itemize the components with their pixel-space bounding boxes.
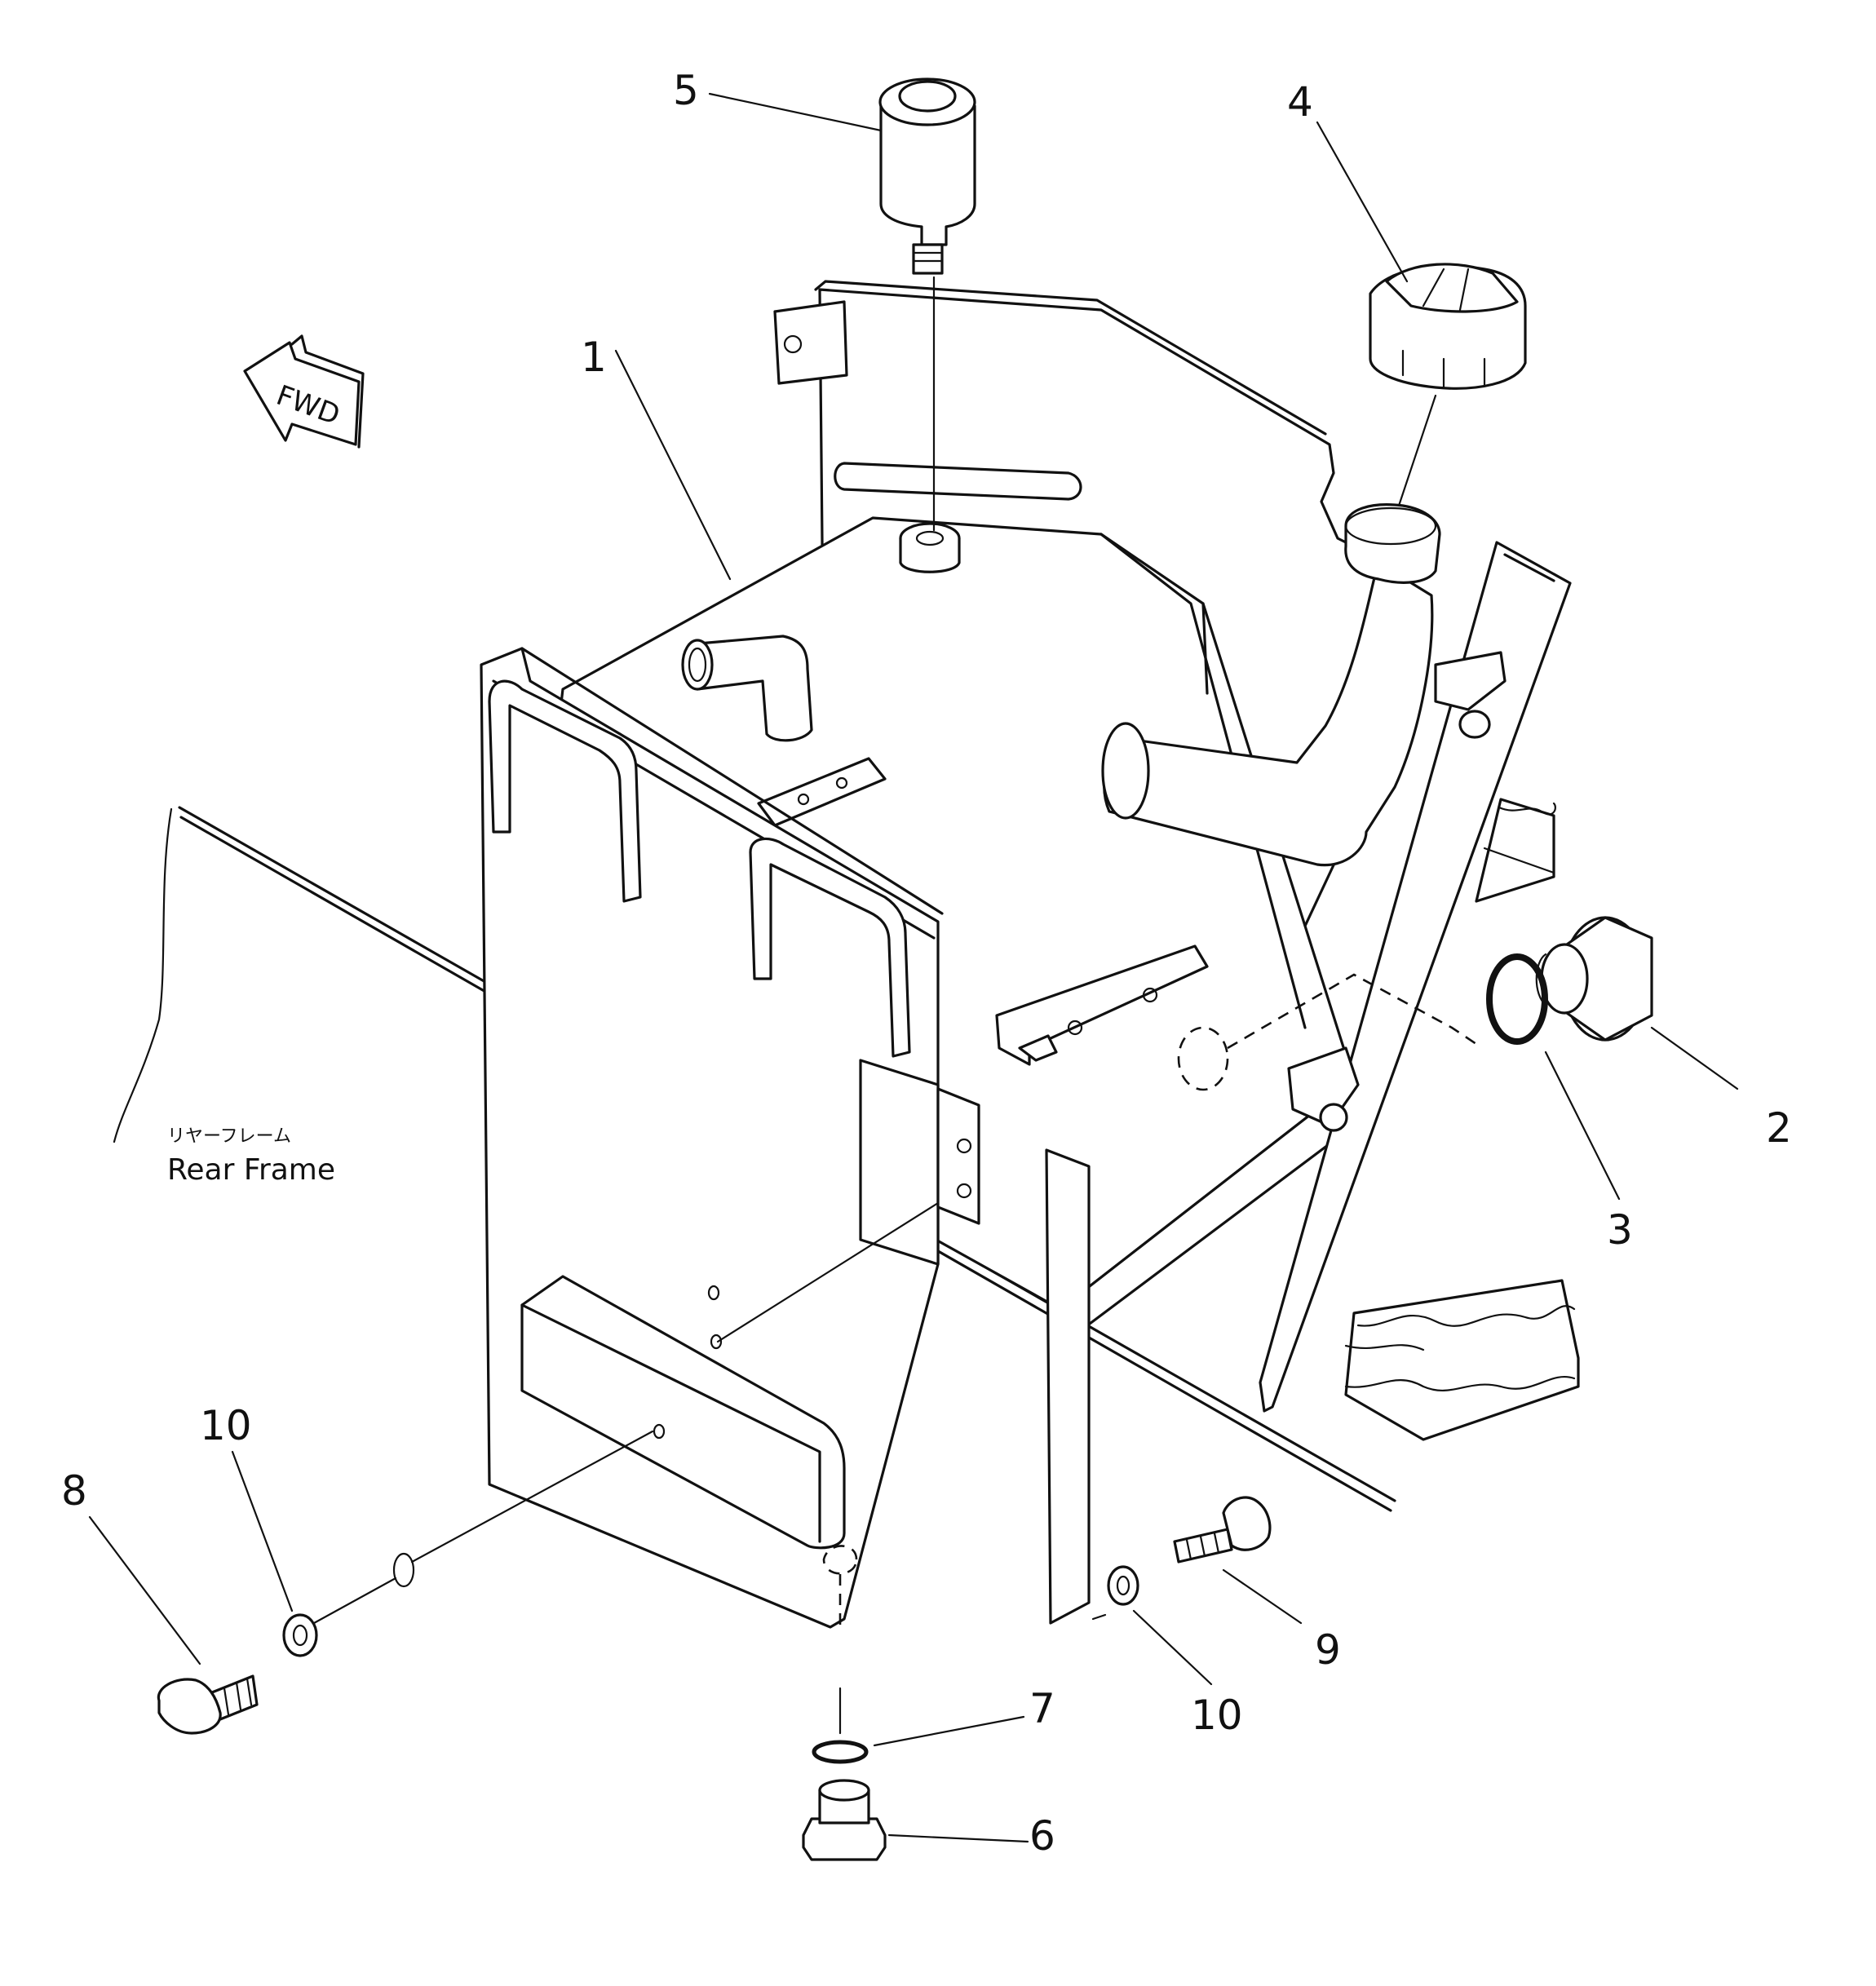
lower-mount-tab xyxy=(1287,1046,1360,1132)
right-mount-tab xyxy=(1434,651,1507,739)
callout-10-right: 10 xyxy=(1191,1692,1243,1739)
filler-tube xyxy=(1101,503,1441,867)
callout-2: 2 xyxy=(1766,1104,1792,1152)
callout-4: 4 xyxy=(1287,78,1313,126)
callout-10-left: 10 xyxy=(200,1402,252,1449)
callout-leaders xyxy=(88,92,1739,1843)
part-2-strainer-cap xyxy=(1535,916,1653,1042)
side-cover xyxy=(1045,1148,1091,1625)
part-8-bolt xyxy=(157,1674,259,1735)
part-10-washer-right xyxy=(1107,1565,1139,1606)
front-plate xyxy=(480,647,1209,1629)
right-step xyxy=(1259,541,1580,1441)
callout-5: 5 xyxy=(673,67,699,114)
part-10-washer-left xyxy=(282,1613,318,1657)
part-3-o-ring xyxy=(1486,953,1548,1045)
part-4-filler-cap xyxy=(1369,263,1527,390)
hidden-lines xyxy=(392,973,1477,1627)
callout-7: 7 xyxy=(1029,1685,1055,1732)
part-7-o-ring xyxy=(812,1740,869,1764)
callout-9: 9 xyxy=(1315,1626,1341,1674)
rear-frame-label-en: Rear Frame xyxy=(167,1153,335,1187)
fwd-arrow-icon: FWD xyxy=(243,334,365,449)
assembly-leaders xyxy=(312,276,1437,1735)
callout-6: 6 xyxy=(1029,1812,1055,1860)
callout-1: 1 xyxy=(581,334,607,381)
part-6-drain-plug xyxy=(802,1779,887,1861)
part-9-bolt xyxy=(1173,1496,1272,1564)
callout-8: 8 xyxy=(61,1467,87,1515)
fwd-label: FWD xyxy=(272,379,344,432)
callout-3: 3 xyxy=(1607,1206,1633,1254)
rear-frame-label-jp: リヤーフレーム xyxy=(167,1126,291,1147)
part-5-level-sensor xyxy=(878,77,976,275)
